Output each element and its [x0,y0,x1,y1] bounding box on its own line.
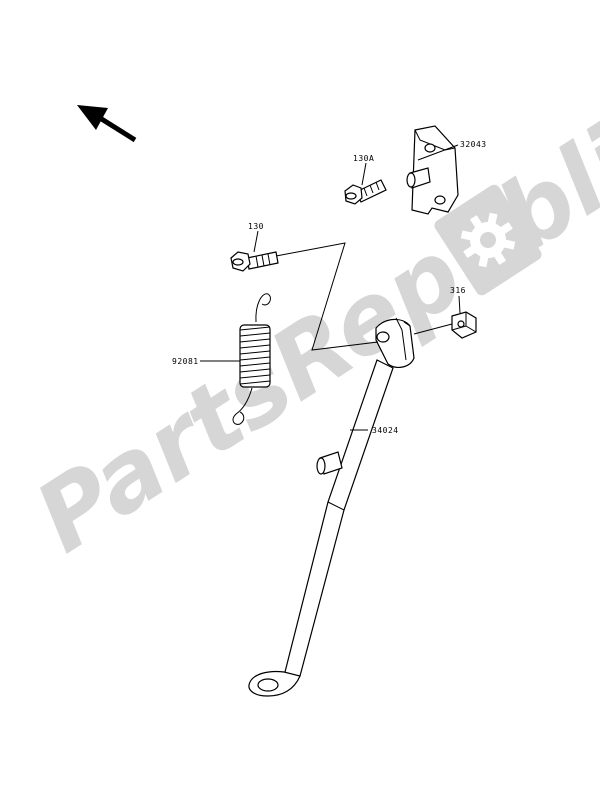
arrow-up-left-icon [77,105,137,143]
gear-icon [434,184,542,296]
bolt-130a [344,179,387,205]
nut [451,311,477,339]
spring [232,293,271,425]
watermark: PartsRepublik [17,70,600,575]
label-316: 316 [450,286,466,295]
side-stand [248,317,415,697]
leader-lines [200,144,461,431]
bracket [406,125,459,215]
label-130a: 130A [353,154,374,163]
label-34024: 34024 [372,426,399,435]
label-32043: 32043 [460,140,487,149]
label-130: 130 [248,222,264,231]
bolt-130 [230,251,279,272]
label-92081: 92081 [172,357,199,366]
watermark-text: PartsRepublik [17,70,600,575]
